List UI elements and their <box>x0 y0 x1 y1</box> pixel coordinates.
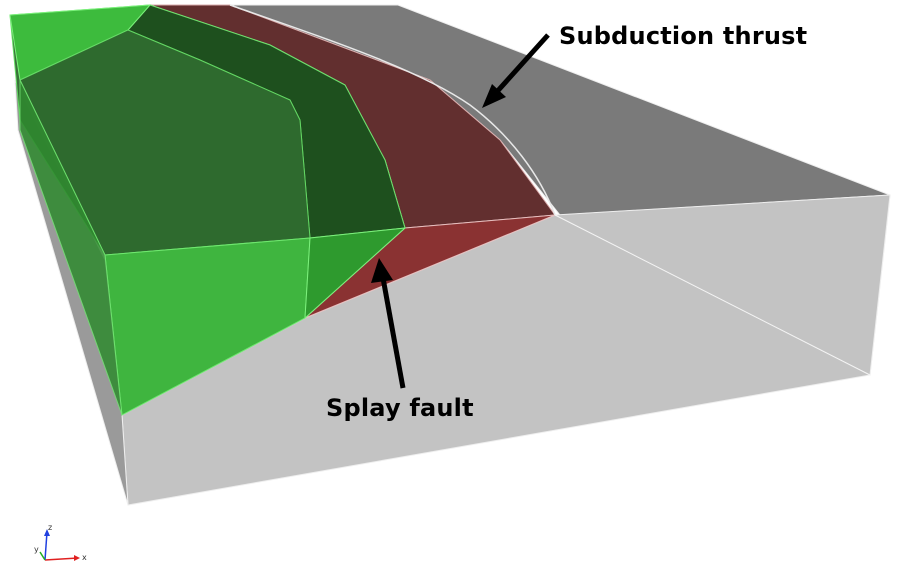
green-volume-left <box>19 79 123 416</box>
thrust-highlight-line <box>229 4 556 216</box>
axis-y-label: y <box>34 545 39 554</box>
axis-y-line <box>39 551 46 561</box>
axis-z-label: z <box>48 523 52 532</box>
subduction-thrust-label: Subduction thrust <box>559 22 808 50</box>
splay-fault-label: Splay fault <box>326 394 474 422</box>
axis-z-line <box>44 531 48 561</box>
green-wedge <box>304 227 407 320</box>
block-edge-line <box>554 214 871 376</box>
orientation-axes: x y z <box>34 523 87 562</box>
axis-x-line <box>44 557 79 561</box>
axis-x-label: x <box>82 553 87 562</box>
splay-arrow <box>371 258 406 389</box>
subduction-arrow <box>482 33 550 108</box>
